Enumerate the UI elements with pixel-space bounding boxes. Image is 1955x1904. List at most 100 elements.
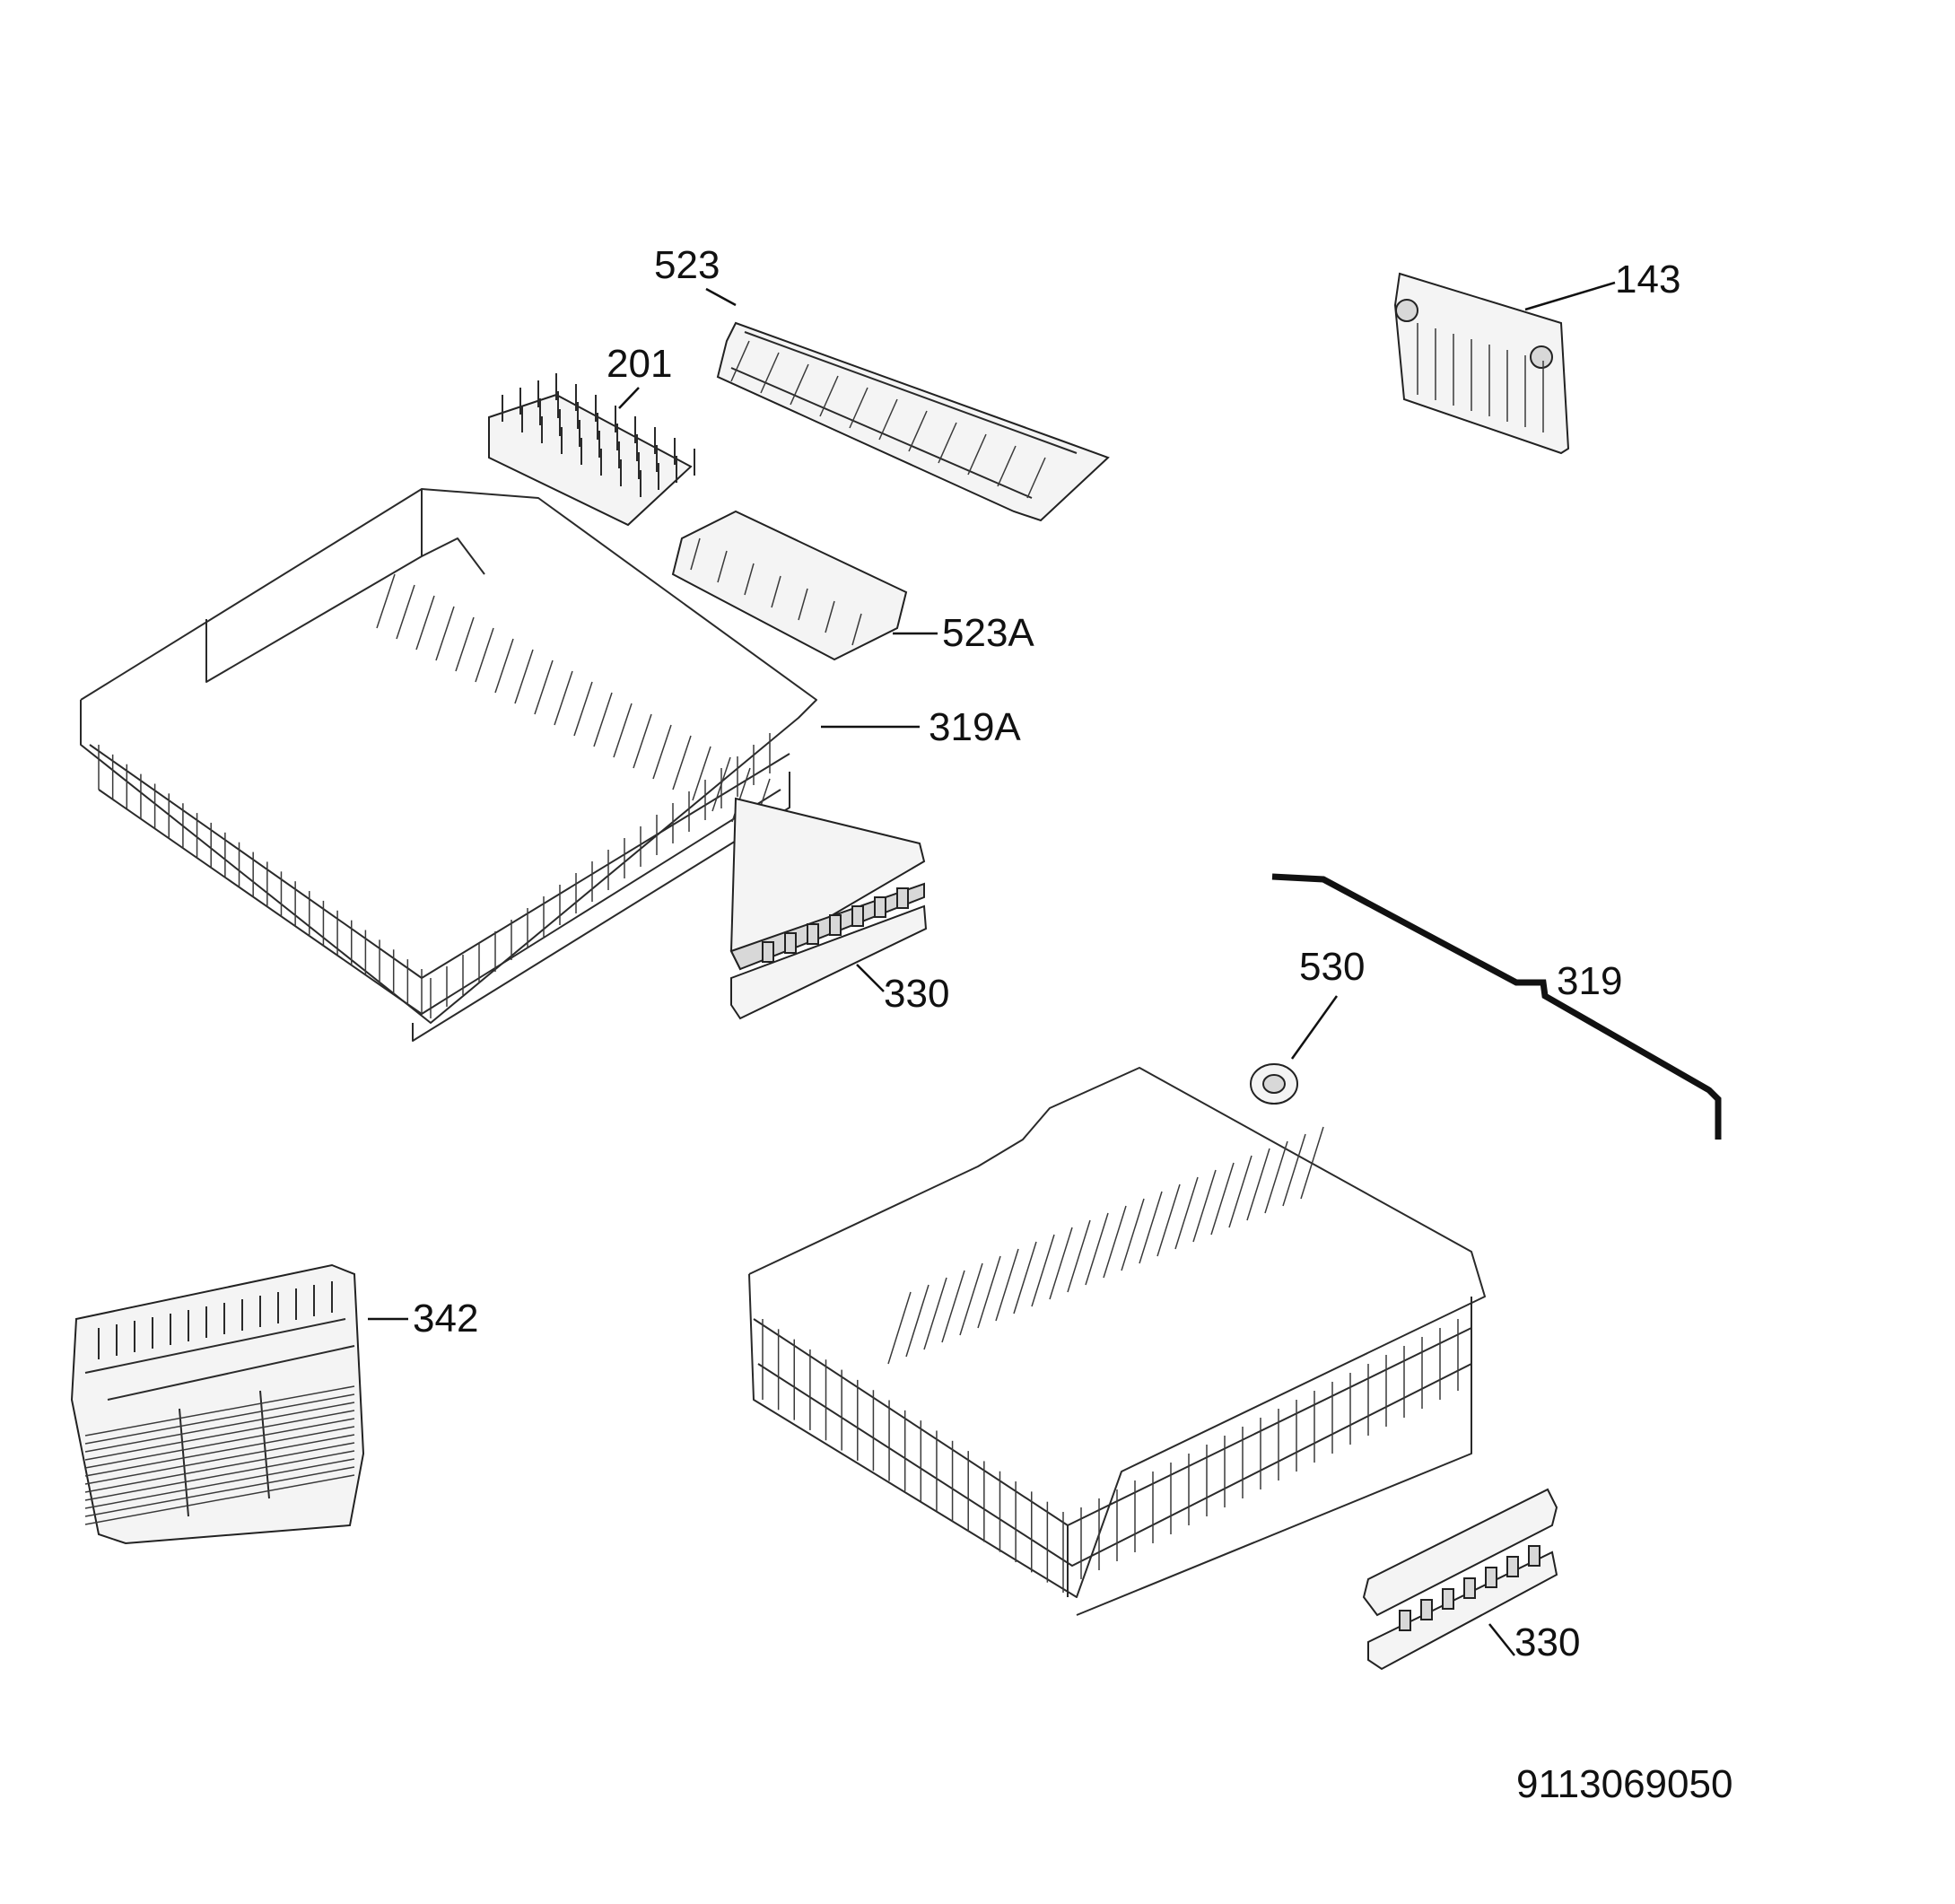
basket-tine bbox=[905, 1284, 929, 1358]
part-143-height-adjuster[interactable] bbox=[1393, 272, 1570, 455]
shelf-slot bbox=[825, 600, 835, 633]
shelf-slot bbox=[851, 613, 862, 646]
part-319A-upper-basket[interactable] bbox=[80, 488, 817, 1042]
basket-tine bbox=[573, 681, 593, 737]
basket-wire bbox=[84, 1402, 355, 1453]
basket-wire bbox=[84, 1410, 355, 1461]
drawing-number: 9113069050 bbox=[1516, 1762, 1732, 1806]
part-523A-cup-shelf[interactable] bbox=[671, 510, 908, 661]
shelf-slot bbox=[690, 537, 701, 571]
basket-tine bbox=[593, 692, 613, 747]
part-530-wheel[interactable] bbox=[1250, 1063, 1298, 1105]
shelf-slot bbox=[819, 375, 839, 417]
basket-wire bbox=[84, 1385, 355, 1437]
basket-tine bbox=[1103, 1205, 1127, 1279]
leader-330-upper bbox=[856, 964, 885, 992]
basket-tine bbox=[1067, 1219, 1091, 1293]
basket-tine bbox=[1139, 1191, 1163, 1264]
rail-tooth bbox=[1399, 1610, 1411, 1631]
shelf-slot bbox=[771, 575, 781, 608]
basket-wire bbox=[84, 1466, 355, 1517]
basket-tine bbox=[514, 649, 534, 704]
basket-tine bbox=[1264, 1140, 1288, 1214]
basket-tine bbox=[652, 724, 672, 780]
basket-tine bbox=[396, 584, 415, 640]
basket-tine bbox=[672, 735, 692, 790]
shelf-slot bbox=[938, 422, 957, 464]
basket-tine bbox=[1246, 1148, 1270, 1221]
rail-tooth bbox=[1442, 1588, 1454, 1610]
callout-labels: 523 201 143 523A 319A 330 530 319 342 33… bbox=[413, 243, 1680, 1664]
basket-wire bbox=[84, 1393, 355, 1445]
basket-wire bbox=[84, 1418, 355, 1469]
shelf-slot bbox=[878, 398, 898, 441]
basket-tine bbox=[923, 1277, 947, 1350]
rail-tooth bbox=[896, 887, 909, 909]
basket-tine bbox=[475, 627, 494, 683]
basket-tine bbox=[1282, 1133, 1306, 1207]
basket-tine bbox=[435, 606, 455, 661]
label-319A: 319A bbox=[929, 705, 1021, 749]
leader-530 bbox=[1290, 995, 1339, 1060]
leader-523 bbox=[705, 287, 737, 307]
basket-wire bbox=[84, 1450, 355, 1501]
part-330-upper-rail[interactable] bbox=[729, 797, 928, 1020]
basket-tine bbox=[1174, 1176, 1199, 1250]
leader-201 bbox=[618, 387, 640, 409]
basket-tine bbox=[1156, 1183, 1181, 1257]
part-319-strip[interactable] bbox=[1271, 873, 1722, 1140]
shelf-slot bbox=[790, 363, 809, 406]
label-143: 143 bbox=[1615, 258, 1680, 301]
lower-basket[interactable] bbox=[748, 1067, 1486, 1616]
rail-tooth bbox=[784, 932, 797, 954]
basket-tine bbox=[711, 756, 731, 812]
basket-wire bbox=[84, 1426, 355, 1477]
basket-tine bbox=[1031, 1234, 1055, 1307]
shelf-slot bbox=[717, 550, 728, 583]
basket-tine bbox=[415, 595, 435, 651]
part-330-lower-rail[interactable] bbox=[1362, 1488, 1558, 1671]
basket-tine bbox=[887, 1291, 912, 1365]
part-523-cup-shelf[interactable] bbox=[716, 321, 1110, 522]
label-201: 201 bbox=[607, 342, 672, 386]
leader-330-lower bbox=[1488, 1623, 1515, 1656]
basket-tine bbox=[534, 659, 554, 715]
basket-tine bbox=[1228, 1155, 1252, 1228]
rail-tooth bbox=[829, 914, 842, 936]
basket-tine bbox=[959, 1262, 983, 1336]
basket-tine bbox=[1049, 1227, 1073, 1300]
basket-tine bbox=[376, 573, 396, 629]
basket-tine bbox=[554, 670, 573, 726]
basket-tine bbox=[977, 1255, 1001, 1329]
rail-tooth bbox=[851, 905, 864, 927]
leader-143 bbox=[1524, 281, 1616, 311]
basket-tine bbox=[633, 713, 652, 769]
rail-tooth bbox=[874, 896, 886, 918]
shelf-slot bbox=[997, 445, 1017, 487]
shelf-slot bbox=[967, 433, 987, 476]
rail-tooth bbox=[1528, 1545, 1540, 1567]
shelf-slot bbox=[798, 588, 808, 621]
label-523A: 523A bbox=[942, 611, 1034, 655]
shelf-slot bbox=[849, 387, 868, 429]
shelf-slot bbox=[730, 340, 750, 382]
shelf-slot bbox=[760, 352, 780, 394]
label-342: 342 bbox=[413, 1297, 478, 1341]
basket-tine bbox=[613, 703, 633, 758]
shelf-slot bbox=[908, 410, 928, 452]
basket-tine bbox=[995, 1248, 1019, 1322]
rail-tooth bbox=[1420, 1599, 1433, 1620]
rail-tooth bbox=[1463, 1577, 1476, 1599]
basket-tine bbox=[1085, 1212, 1109, 1286]
label-319: 319 bbox=[1557, 959, 1622, 1003]
rail-tooth bbox=[1485, 1567, 1497, 1588]
basket-tine bbox=[1300, 1126, 1324, 1200]
part-201-tine-insert[interactable] bbox=[488, 373, 695, 527]
part-342-cutlery-basket[interactable] bbox=[70, 1263, 365, 1545]
label-523: 523 bbox=[654, 243, 720, 287]
basket-tine bbox=[455, 616, 475, 672]
basket-tine bbox=[1013, 1241, 1037, 1314]
basket-tine bbox=[494, 638, 514, 694]
rail-tooth bbox=[807, 923, 819, 945]
